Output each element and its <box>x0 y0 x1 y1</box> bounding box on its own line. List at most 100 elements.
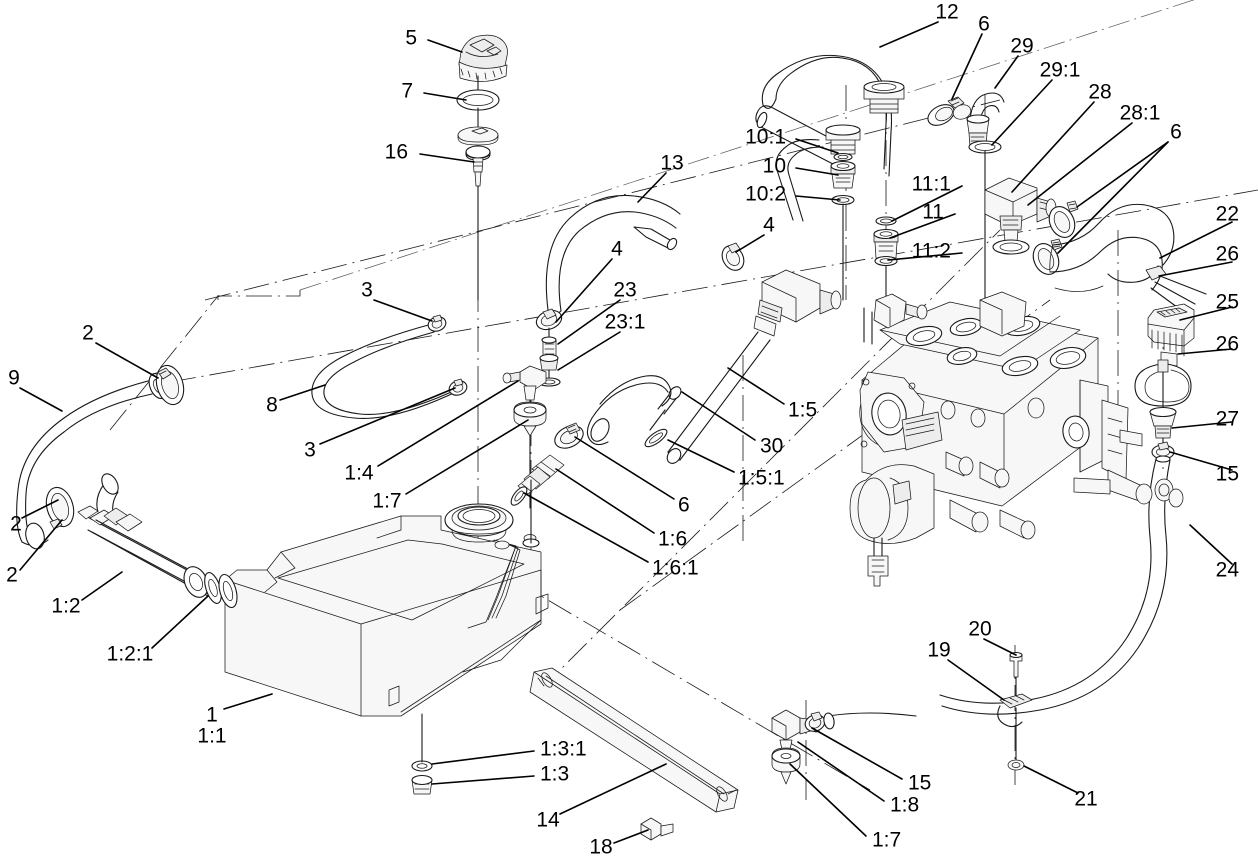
callout-1-1: 1:1 <box>197 724 227 748</box>
part-5-filler-cap <box>458 34 508 101</box>
callout-10: 10 <box>762 154 786 178</box>
callout-3: 3 <box>304 438 316 462</box>
callout-9: 9 <box>8 366 20 390</box>
leader-25 <box>1179 306 1233 321</box>
callout-11-1: 11:1 <box>911 172 951 196</box>
part-16-dipstick <box>457 107 499 301</box>
callout-1-8: 1:8 <box>890 793 920 817</box>
callout-6: 6 <box>978 12 990 36</box>
callout-10-1: 10:1 <box>745 125 786 149</box>
callout-2: 2 <box>6 563 18 587</box>
part-15-hose-clamp-right <box>1151 441 1175 460</box>
callout-11-2: 11:2 <box>911 239 951 263</box>
leader-1-7 <box>405 419 529 495</box>
part-25-cap <box>1147 303 1195 367</box>
callout-30: 30 <box>760 434 784 458</box>
callout-15: 15 <box>1215 462 1239 486</box>
callout-leader-lines <box>19 21 1233 844</box>
callout-7: 7 <box>401 79 413 103</box>
leader-1-2 <box>81 571 123 601</box>
part-4-hose-clamp-a <box>721 242 745 271</box>
callout-28: 28 <box>1088 80 1112 104</box>
part-28-elbow-block <box>984 177 1057 255</box>
leader-16 <box>419 153 475 163</box>
leader-11-2 <box>887 252 963 261</box>
part-1-7-grommet-a <box>513 401 547 509</box>
part-2-hose-clamp-a <box>155 364 185 406</box>
callout-20: 20 <box>968 617 992 641</box>
callout-1-4: 1:4 <box>344 461 374 485</box>
leader-5 <box>427 39 463 53</box>
part-15-hose-clamp-bottom <box>804 711 826 732</box>
hydro-pump-assembly <box>849 291 1184 587</box>
part-3-hose-clamp-b <box>448 378 468 396</box>
part-12-hose <box>755 54 905 222</box>
part-30-tube <box>649 386 682 431</box>
leader-20 <box>983 638 1017 656</box>
leader-1-6 <box>555 468 655 534</box>
part-1-2-tank-fitting <box>77 505 217 598</box>
callout-15: 15 <box>908 771 932 795</box>
leader-9 <box>19 387 63 412</box>
part-8-vent-hose <box>311 323 461 419</box>
part-1-2-1-oring <box>204 572 222 604</box>
leader-13 <box>637 172 667 203</box>
part-20-bolt <box>1009 651 1023 701</box>
leader-1-6-1 <box>523 492 649 563</box>
leader-19 <box>947 659 1005 701</box>
leader-26 <box>1158 261 1233 277</box>
callout-4: 4 <box>611 237 623 261</box>
part-1-hydraulic-tank <box>218 503 549 717</box>
callout-26: 26 <box>1215 242 1239 266</box>
leader-6 <box>1057 141 1169 254</box>
leader-23-1 <box>557 331 621 371</box>
leader-22 <box>1159 221 1233 259</box>
part-2-hose-clamp-b <box>45 486 75 530</box>
callout-26: 26 <box>1215 332 1239 356</box>
leader-3 <box>373 299 433 322</box>
part-6-hose-clamp-d <box>554 422 584 449</box>
callout-24: 24 <box>1215 558 1239 582</box>
callout-19: 19 <box>927 638 951 662</box>
part-1-4-elbow <box>502 365 547 409</box>
part-10-fitting-stack <box>825 124 861 301</box>
callout-8: 8 <box>266 393 278 417</box>
part-14-mounting-strap <box>529 667 739 813</box>
callout-25: 25 <box>1215 290 1239 314</box>
callout-1-7: 1:7 <box>872 828 902 852</box>
callout-13: 13 <box>660 151 684 175</box>
leader-28 <box>1011 101 1095 193</box>
callout-5: 5 <box>405 26 417 50</box>
leader-2 <box>95 342 159 379</box>
callout-1-3: 1:3 <box>540 762 570 786</box>
part-29-elbow <box>952 92 1005 301</box>
part-6-hose-clamp-b <box>1048 200 1079 238</box>
leader-1-5 <box>727 367 785 405</box>
leader-24 <box>1189 524 1233 565</box>
leader-1-5-1 <box>667 439 735 473</box>
leader-1-3 <box>431 775 535 785</box>
part-1-3-drain-plug <box>411 713 433 795</box>
part-19-hose-clip <box>997 693 1033 763</box>
leader-8 <box>279 384 326 401</box>
callout-4: 4 <box>763 213 775 237</box>
leader-26 <box>1177 348 1233 355</box>
leader-10-2 <box>795 195 841 201</box>
leader-29 <box>994 55 1019 89</box>
part-27-fitting <box>1149 406 1177 449</box>
callout-1-6: 1:6 <box>658 527 688 551</box>
callout-12: 12 <box>935 0 959 24</box>
part-6-hose-clamp-c <box>1032 238 1063 275</box>
leader-23 <box>557 299 621 345</box>
callout-29-1: 29:1 <box>1039 58 1081 82</box>
part-1-5-1-oring <box>644 428 668 448</box>
callout-1-3-1: 1:3:1 <box>540 737 587 761</box>
leader-2 <box>19 519 63 571</box>
leader-15 <box>1169 451 1233 471</box>
callout-1-5-1: 1:5:1 <box>738 466 785 490</box>
part-1-5-suction-tube <box>666 269 842 464</box>
callout-10-2: 10:2 <box>745 182 786 206</box>
leader-30 <box>681 391 756 441</box>
leader-29-1 <box>991 79 1053 146</box>
